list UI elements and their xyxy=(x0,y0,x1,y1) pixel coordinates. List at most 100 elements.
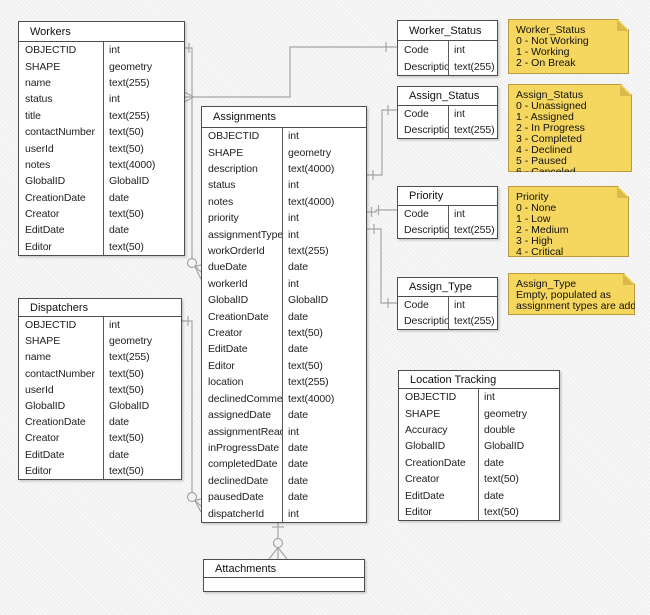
field-type: int xyxy=(478,389,559,406)
field-name: Creator xyxy=(25,432,60,445)
field-name: completedDate xyxy=(208,458,278,471)
note-title: Assign_Type xyxy=(516,278,577,290)
field-name: CreationDate xyxy=(405,456,466,469)
entity-assign-type[interactable]: Assign_Type CodeintDescriptiontext(255) xyxy=(397,277,498,330)
field-name: GlobalID xyxy=(25,175,66,188)
field-row: declinedCommenttext(4000) xyxy=(202,390,366,407)
entity-title: Assign_Type xyxy=(398,278,497,297)
field-name: GlobalID xyxy=(405,440,446,453)
field-type: text(50) xyxy=(103,462,181,479)
field-name: Editor xyxy=(25,464,52,477)
relationship-assignments-assign-type[interactable] xyxy=(367,224,397,308)
one-tick xyxy=(372,105,389,180)
note-fold-icon xyxy=(617,187,628,198)
relationship-assignments-assign-status[interactable] xyxy=(367,105,397,180)
entity-title: Worker_Status xyxy=(398,21,497,41)
note-title: Assign_Status xyxy=(516,89,584,101)
entity-fields: CodeintDescriptiontext(255) xyxy=(398,297,497,329)
field-type: date xyxy=(282,308,366,325)
relationship-workers-worker-status[interactable] xyxy=(184,42,397,103)
field-type: int xyxy=(448,106,497,122)
field-type: date xyxy=(478,454,559,471)
wire[interactable] xyxy=(367,228,397,304)
field-type: date xyxy=(103,446,181,463)
wire[interactable] xyxy=(194,46,397,98)
one-tick xyxy=(373,224,389,308)
field-name: SHAPE xyxy=(25,60,61,73)
field-type: text(50) xyxy=(103,238,184,256)
field-name: GlobalID xyxy=(208,294,249,307)
relationship-workers-assignments[interactable] xyxy=(185,43,202,280)
field-type: int xyxy=(448,206,497,222)
field-type: text(4000) xyxy=(282,160,366,178)
wire[interactable] xyxy=(185,47,193,259)
field-name: Editor xyxy=(208,359,235,372)
wire[interactable] xyxy=(367,109,397,176)
field-type: GlobalID xyxy=(103,173,184,190)
zero-circle xyxy=(186,491,198,503)
field-name: EditDate xyxy=(208,343,248,356)
field-type: date xyxy=(282,439,366,457)
field-row: Descriptiontext(255) xyxy=(398,122,497,138)
field-type: text(4000) xyxy=(282,390,366,407)
field-name: assignedDate xyxy=(208,409,272,422)
field-name: Editor xyxy=(25,240,52,253)
entity-title: Attachments xyxy=(204,560,364,578)
entity-fields: CodeintDescriptiontext(255) xyxy=(398,106,497,138)
entity-assign-status[interactable]: Assign_Status CodeintDescriptiontext(255… xyxy=(397,86,498,139)
relationship-dispatchers-assignments[interactable] xyxy=(182,316,202,513)
field-name: declinedComment xyxy=(208,392,282,405)
entity-title: Workers xyxy=(19,22,184,42)
field-type: text(50) xyxy=(103,430,181,447)
note-title: Worker_Status xyxy=(516,24,586,36)
note-line: 3 - High xyxy=(516,235,553,247)
field-name: OBJECTID xyxy=(25,44,77,57)
wire[interactable] xyxy=(182,320,193,493)
field-type: text(50) xyxy=(478,470,559,488)
field-row: Descriptiontext(255) xyxy=(398,313,497,329)
relationship-assignments-attachments[interactable] xyxy=(268,520,288,560)
field-row: Creator text(50) xyxy=(19,430,181,447)
field-row: Editor text(50) xyxy=(19,462,181,479)
entity-fields: CodeintDescriptiontext(255) xyxy=(398,206,497,238)
field-name: dueDate xyxy=(208,261,247,274)
field-name: Editor xyxy=(405,505,432,518)
field-type: text(255) xyxy=(448,222,497,238)
field-type: int xyxy=(282,423,366,440)
note-line: 3 - Completed xyxy=(516,133,582,145)
note-line: 0 - None xyxy=(516,202,557,214)
entity-priority[interactable]: Priority CodeintDescriptiontext(255) xyxy=(397,186,498,239)
relationship-assignments-priority[interactable] xyxy=(367,205,397,217)
field-type: geometry xyxy=(282,144,366,161)
entity-worker-status[interactable]: Worker_Status CodeintDescriptiontext(255… xyxy=(397,20,498,76)
field-type: text(50) xyxy=(478,503,559,521)
note-fold-icon xyxy=(617,20,628,31)
entity-attachments[interactable]: Attachments xyxy=(203,559,365,592)
